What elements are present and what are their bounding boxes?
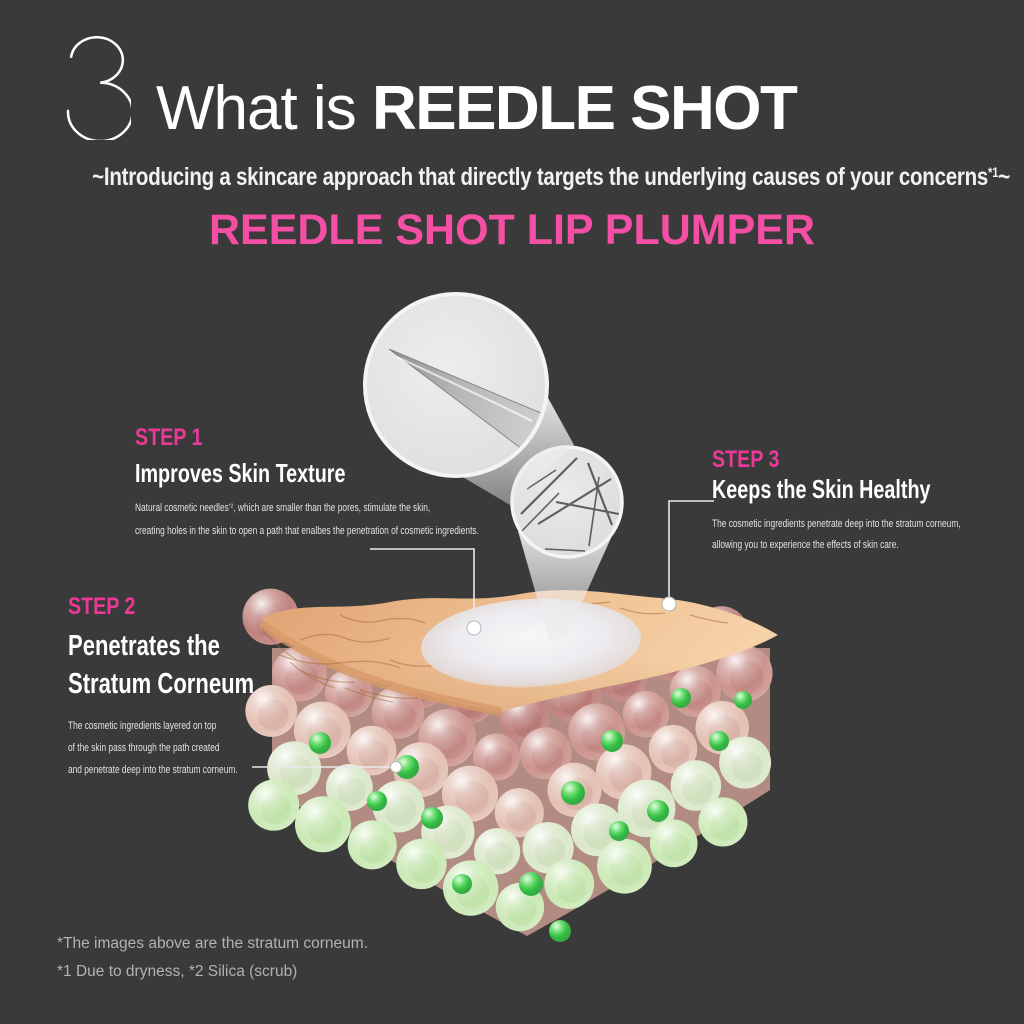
step3-callout-dot bbox=[661, 596, 677, 612]
page-title-light: What is bbox=[156, 74, 357, 143]
step2-desc-line1: The cosmetic ingredients layered on top bbox=[68, 720, 217, 732]
subtitle-tilde: ~ bbox=[998, 163, 1010, 191]
step1-desc-line2: creating holes in the skin to open a pat… bbox=[135, 525, 479, 537]
green-ingredient-droplets bbox=[309, 688, 752, 942]
subtitle-text: ~Introducing a skincare approach that di… bbox=[92, 163, 989, 191]
step2-label: STEP 2 bbox=[68, 593, 136, 620]
step2-heading-line2: Stratum Corneum bbox=[68, 668, 255, 700]
step3-label: STEP 3 bbox=[712, 446, 780, 473]
step2-desc-line3: and penetrate deep into the stratum corn… bbox=[68, 764, 238, 776]
step3-desc-line1: The cosmetic ingredients penetrate deep … bbox=[712, 518, 961, 530]
step1-heading: Improves Skin Texture bbox=[135, 458, 346, 488]
step2-callout-dot bbox=[390, 761, 402, 773]
step1-callout-line bbox=[370, 548, 475, 621]
step1-label: STEP 1 bbox=[135, 424, 203, 451]
step2-heading-line1: Penetrates the bbox=[68, 630, 220, 662]
page-title-bold: REEDLE SHOT bbox=[371, 74, 798, 143]
header-number-3 bbox=[66, 36, 131, 140]
step2-block: STEP 2 Penetrates the Stratum Corneum Th… bbox=[68, 593, 313, 781]
step3-desc-line2: allowing you to experience the effects o… bbox=[712, 539, 899, 551]
step3-description: The cosmetic ingredients penetrate deep … bbox=[712, 514, 961, 556]
subtitle-footnote-marker: *1 bbox=[988, 165, 999, 181]
footnotes: *The images above are the stratum corneu… bbox=[57, 930, 368, 986]
step2-desc-line2: of the skin pass through the path create… bbox=[68, 742, 220, 754]
footnote-line2: *1 Due to dryness, *2 Silica (scrub) bbox=[57, 963, 298, 980]
skin-surface-sheet bbox=[259, 590, 778, 716]
footnote-line1: *The images above are the stratum corneu… bbox=[57, 935, 369, 952]
step2-heading: Penetrates the Stratum Corneum bbox=[68, 627, 254, 703]
step3-block: STEP 3 Keeps the Skin Healthy The cosmet… bbox=[712, 446, 1024, 556]
step3-callout-line bbox=[668, 500, 714, 597]
needle-tip bbox=[388, 348, 545, 453]
step1-callout-dot bbox=[466, 620, 482, 636]
magnifier-beam-lower bbox=[518, 531, 611, 640]
callout-dots bbox=[390, 596, 677, 773]
step1-desc-pre: Natural cosmetic needles bbox=[135, 502, 229, 514]
step1-desc-line1: Natural cosmetic needles*2, which are sm… bbox=[135, 498, 479, 521]
subtitle: ~Introducing a skincare approach that di… bbox=[92, 163, 1010, 192]
product-title: REEDLE SHOT LIP PLUMPER bbox=[208, 206, 816, 254]
step3-heading: Keeps the Skin Healthy bbox=[712, 474, 931, 504]
callout-lines bbox=[252, 500, 714, 768]
step1-footnote-marker: *2 bbox=[228, 503, 234, 510]
needle-tip-microscope-circle bbox=[363, 292, 549, 478]
step2-description: The cosmetic ingredients layered on top … bbox=[68, 715, 254, 781]
step1-block: STEP 1 Improves Skin Texture Natural cos… bbox=[135, 424, 588, 542]
scattered-needles bbox=[516, 457, 620, 552]
page-title: What is REEDLE SHOT bbox=[156, 78, 798, 140]
step1-description: Natural cosmetic needles*2, which are sm… bbox=[135, 498, 479, 542]
step1-desc-post: , which are smaller than the pores, stim… bbox=[233, 502, 431, 514]
